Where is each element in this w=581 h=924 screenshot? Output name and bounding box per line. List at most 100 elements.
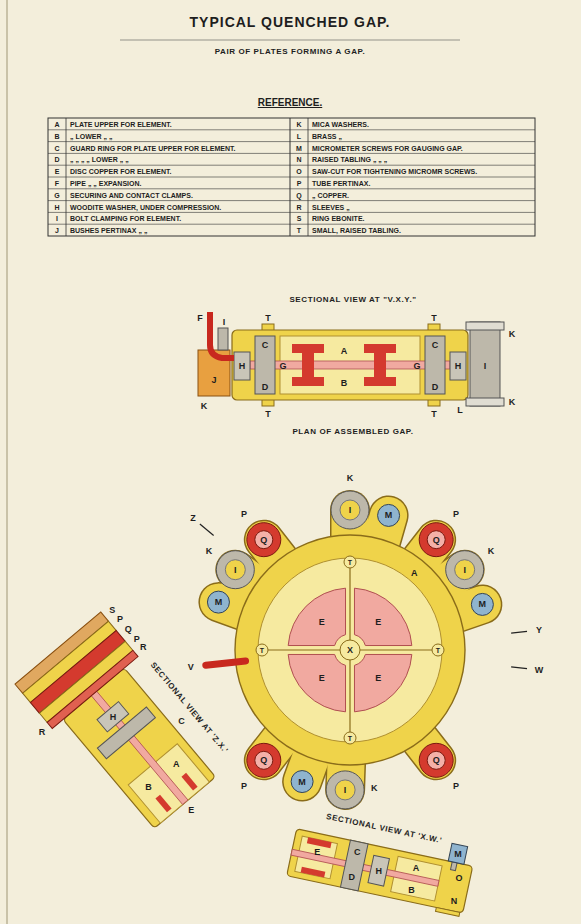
- callout-letter: K: [371, 783, 378, 792]
- callout-letter: P: [117, 615, 123, 624]
- table-cell: DISC COPPER FOR ELEMENT.: [70, 168, 172, 175]
- reference-table: [48, 212, 535, 213]
- section-zx: [15, 612, 229, 837]
- callout-letter: A: [173, 760, 180, 769]
- table-cell: PLATE UPPER FOR ELEMENT.: [70, 120, 172, 127]
- plan-view: [354, 588, 411, 645]
- plan-view: [288, 654, 345, 711]
- section-xw: [368, 855, 389, 886]
- callout-letter: T: [348, 559, 352, 566]
- callout-letter: T: [348, 735, 352, 742]
- table-letter: T: [297, 227, 301, 234]
- plan-view: [471, 593, 493, 615]
- callout-letter: H: [375, 866, 382, 875]
- callout-letter: E: [319, 617, 325, 626]
- table-cell: TUBE PERTINAX.: [312, 179, 370, 186]
- callout-letter: B: [341, 379, 348, 388]
- section-xw: [286, 811, 477, 917]
- callout-letter: M: [298, 777, 306, 786]
- table-letter: R: [296, 203, 301, 210]
- section-vxy: [466, 322, 504, 330]
- table-letter: E: [55, 168, 60, 175]
- plan-view: [344, 732, 356, 744]
- table-letter: M: [296, 144, 302, 151]
- callout-letter: T: [265, 314, 271, 323]
- plan-view: [354, 654, 411, 711]
- table-cell: BUSHES PERTINAX „ „: [70, 227, 147, 234]
- plan-view: [446, 551, 484, 589]
- callout-letter: V: [188, 662, 194, 671]
- callout-letter: B: [408, 885, 415, 894]
- reference-table: [48, 188, 535, 189]
- table-cell: SMALL, RAISED TABLING.: [312, 227, 401, 234]
- table-letter: S: [297, 215, 302, 222]
- plan-view: [326, 771, 364, 809]
- table-letter: A: [54, 120, 59, 127]
- callout-letter: E: [314, 847, 320, 856]
- callout-letter: K: [206, 547, 213, 556]
- callout-letter: Z: [190, 514, 196, 523]
- callout-letter: Q: [260, 756, 267, 765]
- plan-view: [255, 751, 273, 769]
- plan-view: [340, 640, 360, 660]
- callout-letter: H: [455, 362, 462, 371]
- view-caption: SECTIONAL VIEW AT 'X.W.': [325, 813, 442, 845]
- section-vxy: [425, 336, 445, 394]
- plan-view: [344, 556, 356, 568]
- section-vxy: [232, 330, 468, 400]
- callout-letter: B: [145, 783, 152, 792]
- view-caption: SECTIONAL VIEW AT "V.X.Y.": [289, 296, 416, 304]
- callout-letter: G: [413, 362, 420, 371]
- plan-view: [206, 661, 246, 665]
- plan-view: [247, 523, 281, 557]
- callout-letter: D: [432, 383, 439, 392]
- callout-letter: S: [109, 606, 115, 615]
- title: TYPICAL QUENCHED GAP.: [190, 15, 391, 29]
- section-xw: [340, 840, 368, 891]
- plan-view: [432, 644, 444, 656]
- callout-letter: J: [211, 376, 216, 385]
- table-letter: O: [296, 168, 301, 175]
- section-vxy: [450, 352, 466, 380]
- section-zx: [47, 650, 138, 728]
- plan-view: [288, 588, 345, 645]
- callout-letter: T: [431, 410, 437, 419]
- callout-letter: E: [319, 674, 325, 683]
- reference-table: [48, 200, 535, 201]
- plan-view: [258, 558, 442, 742]
- table-letter: F: [55, 179, 59, 186]
- plan-view: [207, 591, 229, 613]
- callout-letter: T: [431, 314, 437, 323]
- plan-view: [335, 780, 355, 800]
- section-vxy: [374, 344, 386, 386]
- table-letter: I: [56, 215, 58, 222]
- callout-letter: Q: [433, 535, 440, 544]
- table-cell: GUARD RING FOR PLATE UPPER FOR ELEMENT.: [70, 144, 236, 151]
- callout-letter: F: [197, 314, 203, 323]
- section-zx: [39, 641, 133, 722]
- reference-table: [48, 141, 535, 142]
- plan-view: [291, 771, 313, 793]
- table-cell: MICROMETER SCREWS FOR GAUGING GAP.: [312, 144, 463, 151]
- callout-letter: K: [509, 330, 516, 339]
- table-letter: G: [54, 191, 59, 198]
- view-caption: SECTIONAL VIEW AT 'Z.X.': [149, 661, 230, 755]
- section-vxy: [302, 344, 314, 386]
- callout-letter: T: [260, 647, 264, 654]
- table-letter: Q: [296, 191, 301, 198]
- section-vxy: [470, 322, 500, 406]
- callout-letter: E: [375, 617, 381, 626]
- callout-letter: W: [535, 665, 544, 674]
- callout-letter: K: [201, 402, 208, 411]
- callout-letter: P: [241, 510, 247, 519]
- callout-letter: T: [265, 410, 271, 419]
- callout-letter: Q: [125, 625, 132, 634]
- callout-letter: K: [347, 474, 354, 483]
- plan-view: [427, 751, 445, 769]
- section-zx: [155, 795, 171, 813]
- reference-table: [48, 153, 535, 154]
- callout-letter: Y: [536, 626, 542, 635]
- plan-view: [331, 491, 369, 529]
- callout-letter: D: [262, 383, 269, 392]
